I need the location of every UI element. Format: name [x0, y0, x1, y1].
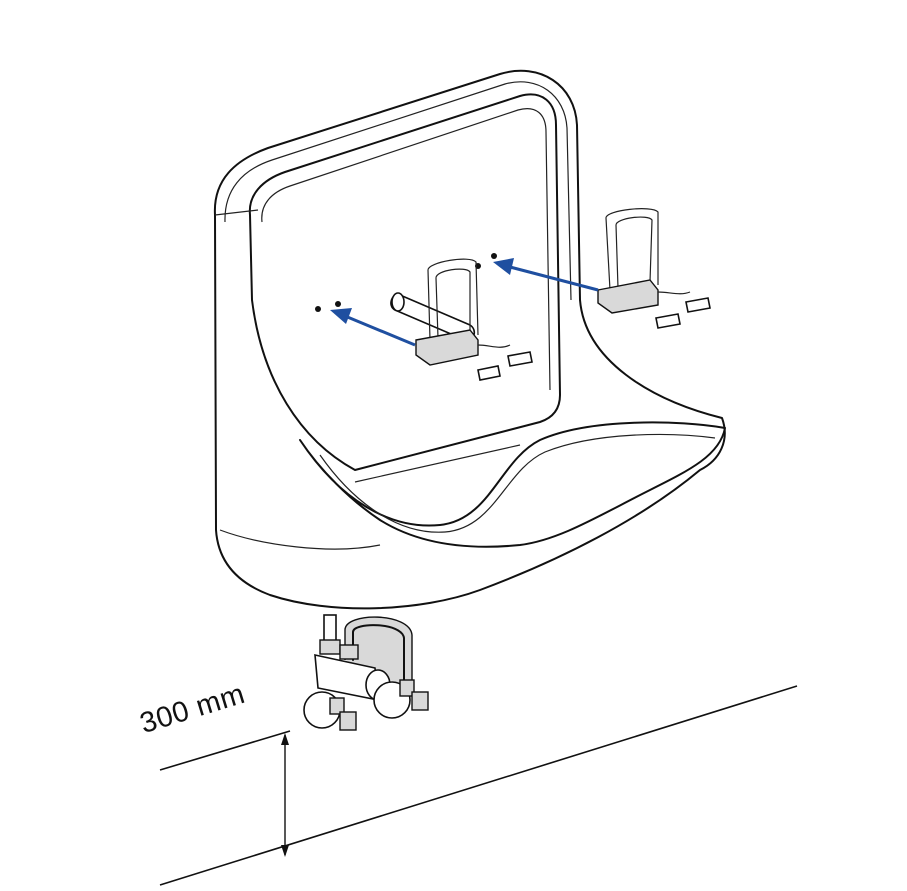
basin-lip: [299, 421, 726, 548]
direction-arrow: [493, 258, 599, 292]
dimension-extension-line: [159, 730, 291, 771]
dimension-arrowhead: [281, 845, 289, 857]
mounting-bracket-right: [597, 208, 711, 329]
mounting-bracket-left: [415, 258, 533, 381]
floor-line: [159, 685, 798, 886]
mount-hole: [491, 253, 497, 259]
direction-arrow: [330, 308, 416, 347]
urinal-outer-shell: [213, 69, 726, 610]
urinal-back-panel: [248, 93, 561, 471]
mount-hole: [335, 301, 341, 307]
mount-hole: [315, 306, 321, 312]
valve-assembly: [303, 614, 429, 731]
dimension-arrowhead: [281, 733, 289, 745]
